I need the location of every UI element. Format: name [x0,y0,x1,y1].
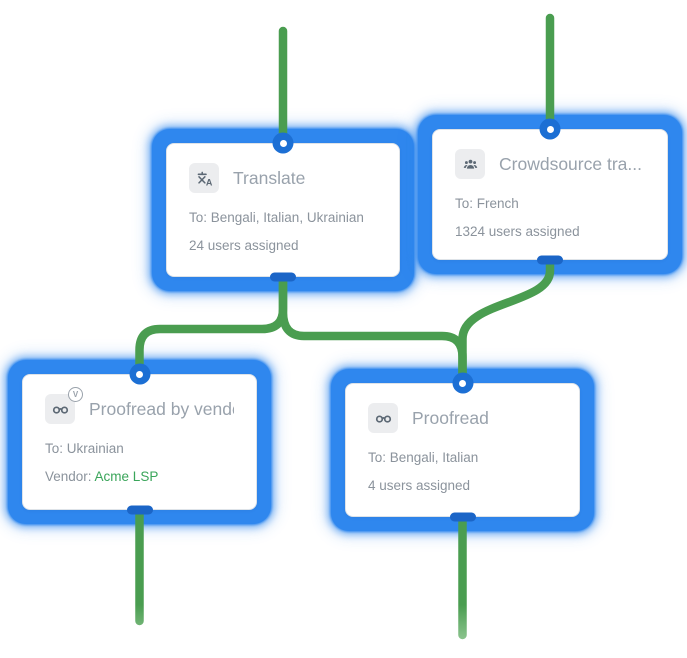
crowd-icon [455,149,485,179]
node-title: Proofread by vendor [89,398,234,419]
output-port[interactable] [126,505,153,515]
target-languages: To: Bengali, Italian, Ukrainian [189,210,364,225]
target-languages: To: Ukrainian [45,441,124,456]
target-languages: To: Bengali, Italian [368,450,479,465]
translate-icon: A [189,163,219,193]
glasses-vendor-icon: V [45,387,83,424]
input-port[interactable] [129,363,150,385]
users-assigned: 1324 users assigned [455,224,580,239]
vendor-line: Vendor: Acme LSP [45,467,234,486]
node-card[interactable]: Proofread To: Bengali, Italian 4 users a… [345,383,580,517]
node-card[interactable]: Crowdsource tra... To: French 1324 users… [432,129,668,260]
input-port[interactable] [272,132,294,154]
output-port[interactable] [270,272,296,282]
vendor-label: Vendor: [45,469,95,484]
vendor-badge: V [68,387,83,402]
target-languages: To: French [455,196,519,211]
workflow-node-translate[interactable]: A Translate To: Bengali, Italian, Ukrain… [166,132,400,282]
output-port[interactable] [449,512,476,522]
users-assigned: 24 users assigned [189,238,299,253]
output-port[interactable] [537,255,563,265]
input-port[interactable] [452,372,473,394]
input-port[interactable] [539,118,561,140]
edge-crowdsource-to-proofread[interactable] [458,255,555,388]
workflow-node-proofread-by-vendor[interactable]: V Proofread by vendor To: Ukrainian Vend… [22,363,257,515]
edge-translate-to-vendor[interactable] [135,272,288,379]
node-card[interactable]: V Proofread by vendor To: Ukrainian Vend… [22,374,257,510]
vendor-link[interactable]: Acme LSP [94,469,159,484]
node-title: Proofread [412,407,489,428]
node-title: Crowdsource tra... [499,153,642,174]
workflow-node-proofread[interactable]: Proofread To: Bengali, Italian 4 users a… [345,372,580,522]
glasses-icon [368,403,398,433]
edge-translate-to-proofread[interactable] [278,272,467,388]
svg-text:A: A [205,177,212,187]
workflow-node-crowdsource[interactable]: Crowdsource tra... To: French 1324 users… [432,118,668,265]
node-title: Translate [233,167,306,188]
users-assigned: 4 users assigned [368,478,471,493]
node-card[interactable]: A Translate To: Bengali, Italian, Ukrain… [166,143,400,277]
